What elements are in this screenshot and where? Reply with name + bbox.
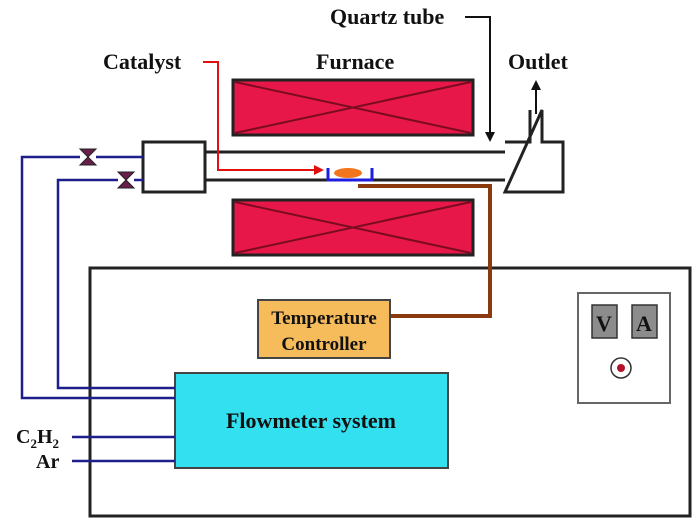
voltmeter-button[interactable] bbox=[591, 304, 618, 339]
furnace-bottom bbox=[231, 198, 475, 257]
catalyst-pointer bbox=[203, 61, 324, 175]
ammeter-label: A bbox=[636, 311, 652, 336]
power-knob-icon[interactable] bbox=[610, 357, 632, 379]
outlet-label: Outlet bbox=[508, 49, 569, 74]
flowmeter-system bbox=[174, 372, 449, 469]
voltmeter-label: V bbox=[596, 311, 612, 336]
inlet-box bbox=[141, 140, 207, 194]
valve-bottom-icon bbox=[116, 171, 136, 189]
furnace-top bbox=[231, 78, 475, 137]
temperature-controller bbox=[257, 299, 391, 359]
valve-top-icon bbox=[78, 148, 98, 166]
gas-lines bbox=[20, 155, 175, 463]
ammeter-button[interactable] bbox=[631, 304, 658, 339]
flowmeter-system-label: Flowmeter system bbox=[226, 408, 396, 433]
catalyst-label: Catalyst bbox=[103, 49, 182, 74]
outlet-assembly bbox=[502, 109, 565, 194]
gas-c2h2-label: C2H2 bbox=[16, 426, 59, 451]
gas-ar-label: Ar bbox=[36, 451, 59, 473]
furnace-label: Furnace bbox=[316, 49, 394, 74]
thermocouple-wire bbox=[358, 184, 492, 318]
temperature-controller-label-2: Controller bbox=[281, 334, 367, 355]
catalyst-boat bbox=[326, 168, 374, 182]
quartz-tube-label: Quartz tube bbox=[330, 4, 445, 29]
temperature-controller-label-1: Temperature bbox=[271, 308, 377, 329]
quartz-tube-pointer bbox=[465, 16, 495, 142]
